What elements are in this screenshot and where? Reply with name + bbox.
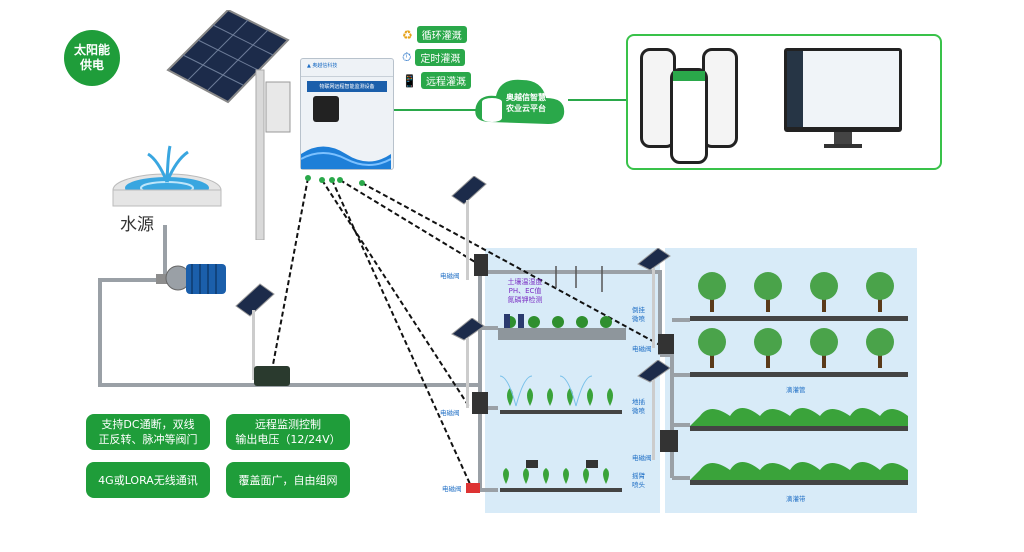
controller-label: 物联网远程智能监测设备 bbox=[307, 81, 387, 92]
cloud-icon bbox=[475, 79, 565, 124]
label-ground-micro-spray: 地插 微喷 bbox=[632, 398, 645, 415]
monitor-base bbox=[824, 144, 862, 148]
valve-label-3: 电磁阀 bbox=[442, 485, 462, 493]
controller-brand: ▲ 奥越信科技 bbox=[301, 59, 393, 77]
valve-red-icon bbox=[466, 483, 480, 493]
valve-label-4: 电磁阀 bbox=[632, 345, 652, 353]
water-source-icon bbox=[112, 145, 222, 207]
mode-timed[interactable]: ⏱定时灌溉 bbox=[402, 49, 471, 66]
irrigation-modes: ♻循环灌溉 ⏱定时灌溉 📱远程灌溉 bbox=[402, 26, 471, 89]
phone-remote-icon: 📱 bbox=[402, 73, 417, 88]
recycle-icon: ♻ bbox=[402, 27, 413, 42]
iot-controller: ▲ 奥越信科技 物联网远程智能监测设备 bbox=[300, 58, 394, 170]
monitor-screen bbox=[784, 48, 902, 132]
valve-solar-3-icon bbox=[637, 248, 674, 354]
valve-solar-1-icon bbox=[451, 176, 488, 280]
field-valve-station-icon bbox=[235, 283, 290, 386]
feature-valve-support: 支持DC通断，双线 正反转、脉冲等阀门 bbox=[86, 414, 210, 450]
label-inverted-micro-spray: 倒挂 微喷 bbox=[632, 306, 645, 323]
monitor-stand bbox=[834, 132, 852, 146]
valve-label-2: 电磁阀 bbox=[440, 409, 460, 417]
app-screens-panel bbox=[626, 34, 942, 170]
water-source-label: 水源 bbox=[120, 215, 154, 235]
mode-cyclic[interactable]: ♻循环灌溉 bbox=[402, 26, 471, 43]
phone-screen-3 bbox=[670, 68, 708, 164]
label-rocker-nozzle: 摇臂 喷头 bbox=[632, 472, 645, 489]
feature-wireless: 4G或LORA无线通讯 bbox=[86, 462, 210, 498]
solar-power-badge: 太阳能 供电 bbox=[64, 30, 120, 86]
label-drip-pipe: 滴灌管 bbox=[786, 386, 806, 394]
valve-label-5: 电磁阀 bbox=[632, 454, 652, 462]
solar-panel-icon bbox=[166, 10, 291, 240]
cloud-label: 奥越信智慧 农业云平台 bbox=[506, 93, 546, 113]
wave-decoration bbox=[301, 146, 391, 169]
left-zone-crops bbox=[498, 266, 626, 492]
timer-icon: ⏱ bbox=[402, 50, 412, 64]
valve-solar-4-icon bbox=[637, 360, 678, 460]
label-drip-tape: 滴灌带 bbox=[786, 495, 806, 503]
feature-remote-control: 远程监测控制 输出电压（12/24V） bbox=[226, 414, 350, 450]
feature-coverage: 覆盖面广，自由组网 bbox=[226, 462, 350, 498]
valve-solar-2-icon bbox=[451, 318, 488, 414]
mode-remote[interactable]: 📱远程灌溉 bbox=[402, 72, 471, 89]
right-zone-crops bbox=[690, 272, 908, 485]
controller-port-icon bbox=[313, 96, 339, 122]
valve-label-1: 电磁阀 bbox=[440, 272, 460, 280]
pump-icon bbox=[156, 264, 226, 294]
zone-left bbox=[485, 248, 660, 513]
sensor-label: 土壤温湿度 PH、EC值 氮磷钾检测 bbox=[507, 278, 543, 304]
